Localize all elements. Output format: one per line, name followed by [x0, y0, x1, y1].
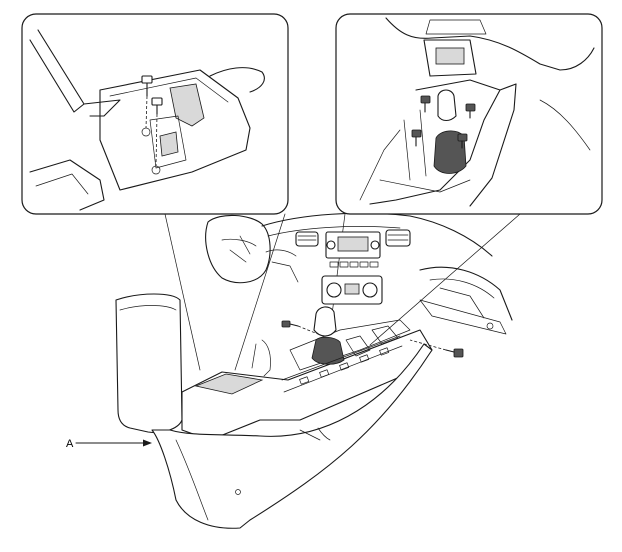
screw-icon	[409, 339, 464, 358]
label-a-callout: A	[66, 438, 152, 450]
screw-icon	[457, 133, 468, 149]
main-screws	[281, 320, 464, 358]
preset-buttons	[329, 261, 379, 268]
center-console	[115, 293, 507, 529]
dashboard	[205, 212, 513, 321]
bolt-icon	[151, 97, 163, 167]
bolt-icon	[141, 75, 153, 129]
arrowhead-icon	[143, 439, 152, 447]
screw-icon	[281, 320, 319, 335]
screw-icon	[411, 129, 422, 147]
callout-armrest-bolts	[21, 13, 289, 215]
callout-shifter-screws	[335, 13, 603, 215]
label-a: A	[66, 438, 74, 450]
trim-openings	[299, 347, 390, 385]
screw-icon	[420, 95, 431, 113]
screw-icon	[465, 103, 476, 119]
